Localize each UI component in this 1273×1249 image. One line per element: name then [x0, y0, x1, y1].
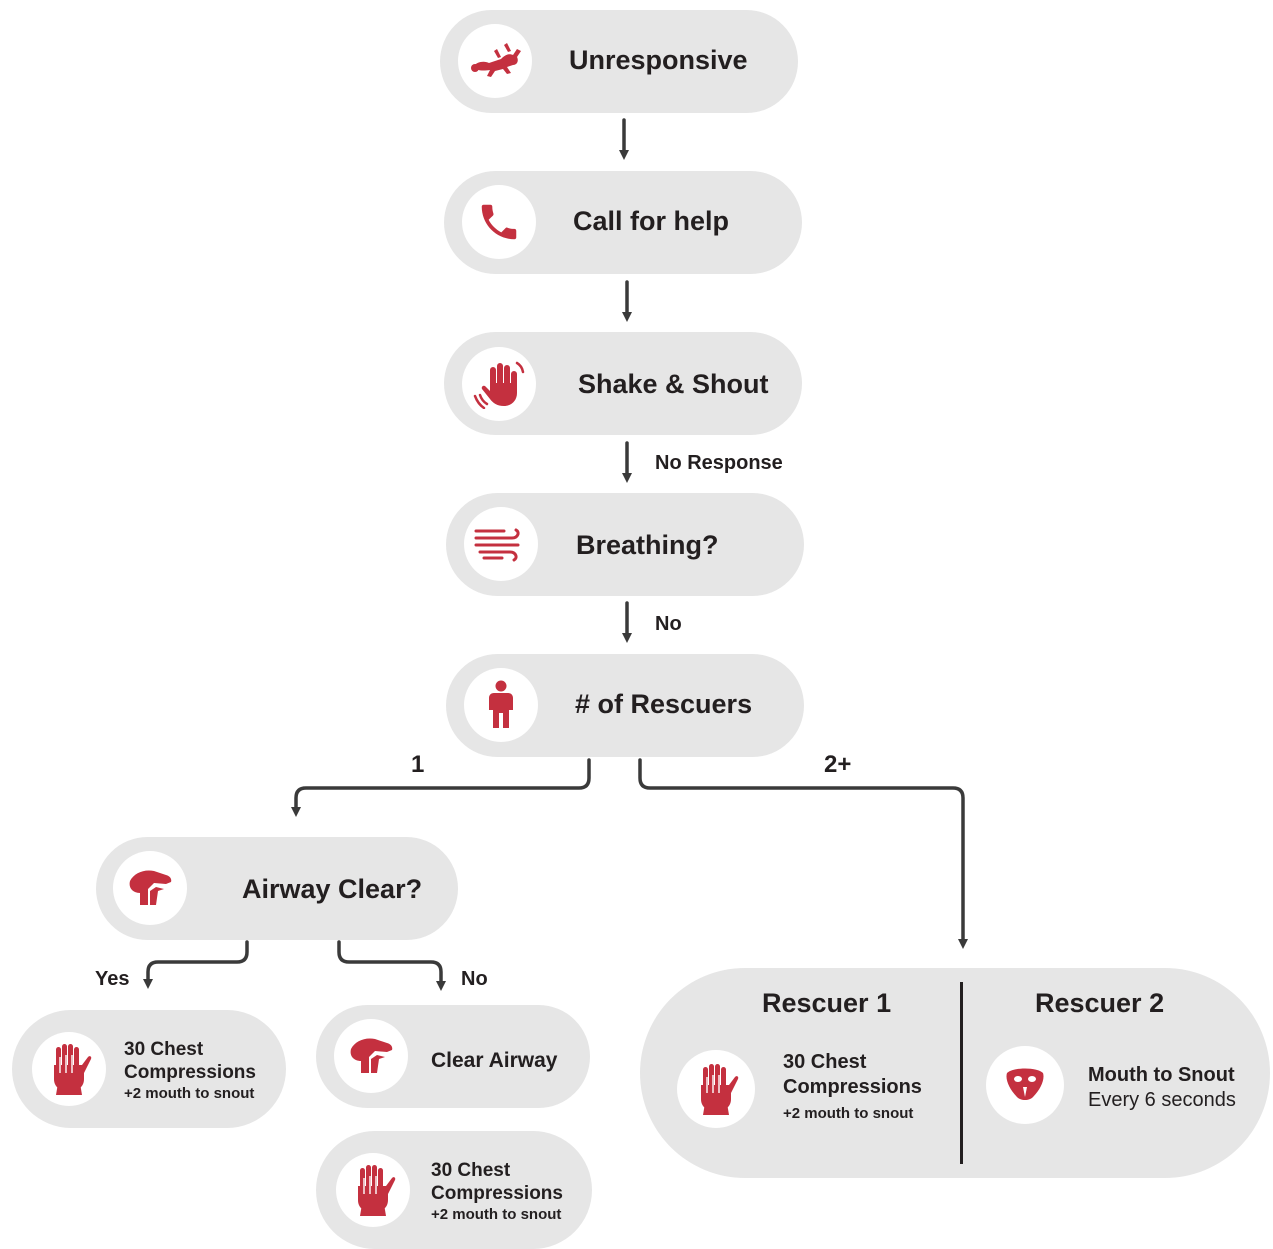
hands-icon [336, 1153, 410, 1227]
airway-clear-label: Airway Clear? [242, 874, 423, 904]
hands-icon [32, 1032, 106, 1106]
dog-head-icon [113, 851, 187, 925]
unresponsive-label: Unresponsive [569, 45, 748, 75]
arrow-rescuers-to-airway [291, 758, 591, 817]
rescuer1-sub: +2 mouth to snout [783, 1105, 914, 1122]
node-compressions-yes: 30 Chest Compressions +2 mouth to snout [12, 1010, 286, 1128]
rescuer1-heading: Rescuer 1 [762, 988, 892, 1018]
edge-label-yes: Yes [95, 968, 130, 990]
rescuer1-line1: 30 Chest [783, 1051, 867, 1073]
node-clear-airway: Clear Airway [316, 1005, 590, 1108]
rescuer1-text: 30 Chest Compressions +2 mouth to snout [783, 1050, 922, 1125]
shake-shout-label: Shake & Shout [578, 369, 769, 399]
phone-icon [462, 185, 536, 259]
arrow-airway-no [337, 940, 446, 991]
breathing-label: Breathing? [576, 530, 719, 560]
rescuers-label: # of Rescuers [575, 689, 753, 719]
node-shake-shout: Shake & Shout [444, 332, 802, 435]
edge-label-no-airway: No [461, 968, 488, 990]
compressions-yes-text: 30 Chest Compressions +2 mouth to snout [124, 1038, 256, 1104]
node-airway-clear: Airway Clear? [96, 837, 458, 940]
edge-label-two-plus: 2+ [824, 751, 852, 778]
dog-head-icon [334, 1019, 408, 1093]
rescuer2-line2: Every 6 seconds [1088, 1089, 1236, 1111]
hands-icon [677, 1050, 755, 1128]
clear-airway-label: Clear Airway [431, 1049, 558, 1072]
wind-icon [464, 507, 538, 581]
waving-hand-icon [462, 347, 536, 421]
node-compressions-after: 30 Chest Compressions +2 mouth to snout [316, 1131, 592, 1249]
node-breathing: Breathing? [446, 493, 804, 596]
compressions-after-sub: +2 mouth to snout [431, 1206, 562, 1223]
rescuer1-line2: Compressions [783, 1076, 922, 1098]
compressions-yes-title2: Compressions [124, 1062, 256, 1083]
rescuer2-line1: Mouth to Snout [1088, 1064, 1235, 1086]
node-rescuers: # of Rescuers [446, 654, 804, 757]
edge-label-one: 1 [411, 751, 425, 778]
snout-icon [986, 1046, 1064, 1124]
compressions-yes-sub: +2 mouth to snout [124, 1085, 255, 1102]
rescuer2-heading: Rescuer 2 [1035, 988, 1165, 1018]
node-call-for-help: Call for help [444, 171, 802, 274]
rescuer-divider [960, 982, 963, 1164]
node-two-rescuers: Rescuer 1 30 Chest Compressions +2 mouth… [640, 968, 1270, 1178]
edge-label-no: No [655, 613, 682, 635]
lying-dog-icon [458, 24, 532, 98]
call-for-help-label: Call for help [573, 206, 730, 236]
compressions-after-title2: Compressions [431, 1183, 563, 1204]
node-unresponsive: Unresponsive [440, 10, 798, 113]
compressions-after-title: 30 Chest [431, 1160, 511, 1181]
rescuer2-text: Mouth to Snout Every 6 seconds [1088, 1063, 1236, 1113]
arrow-airway-yes [143, 940, 249, 989]
edge-label-no-response: No Response [655, 452, 783, 474]
compressions-after-text: 30 Chest Compressions +2 mouth to snout [431, 1159, 563, 1225]
arrow-rescuers-to-two [638, 758, 968, 949]
person-icon [464, 668, 538, 742]
compressions-yes-title: 30 Chest [124, 1039, 204, 1060]
